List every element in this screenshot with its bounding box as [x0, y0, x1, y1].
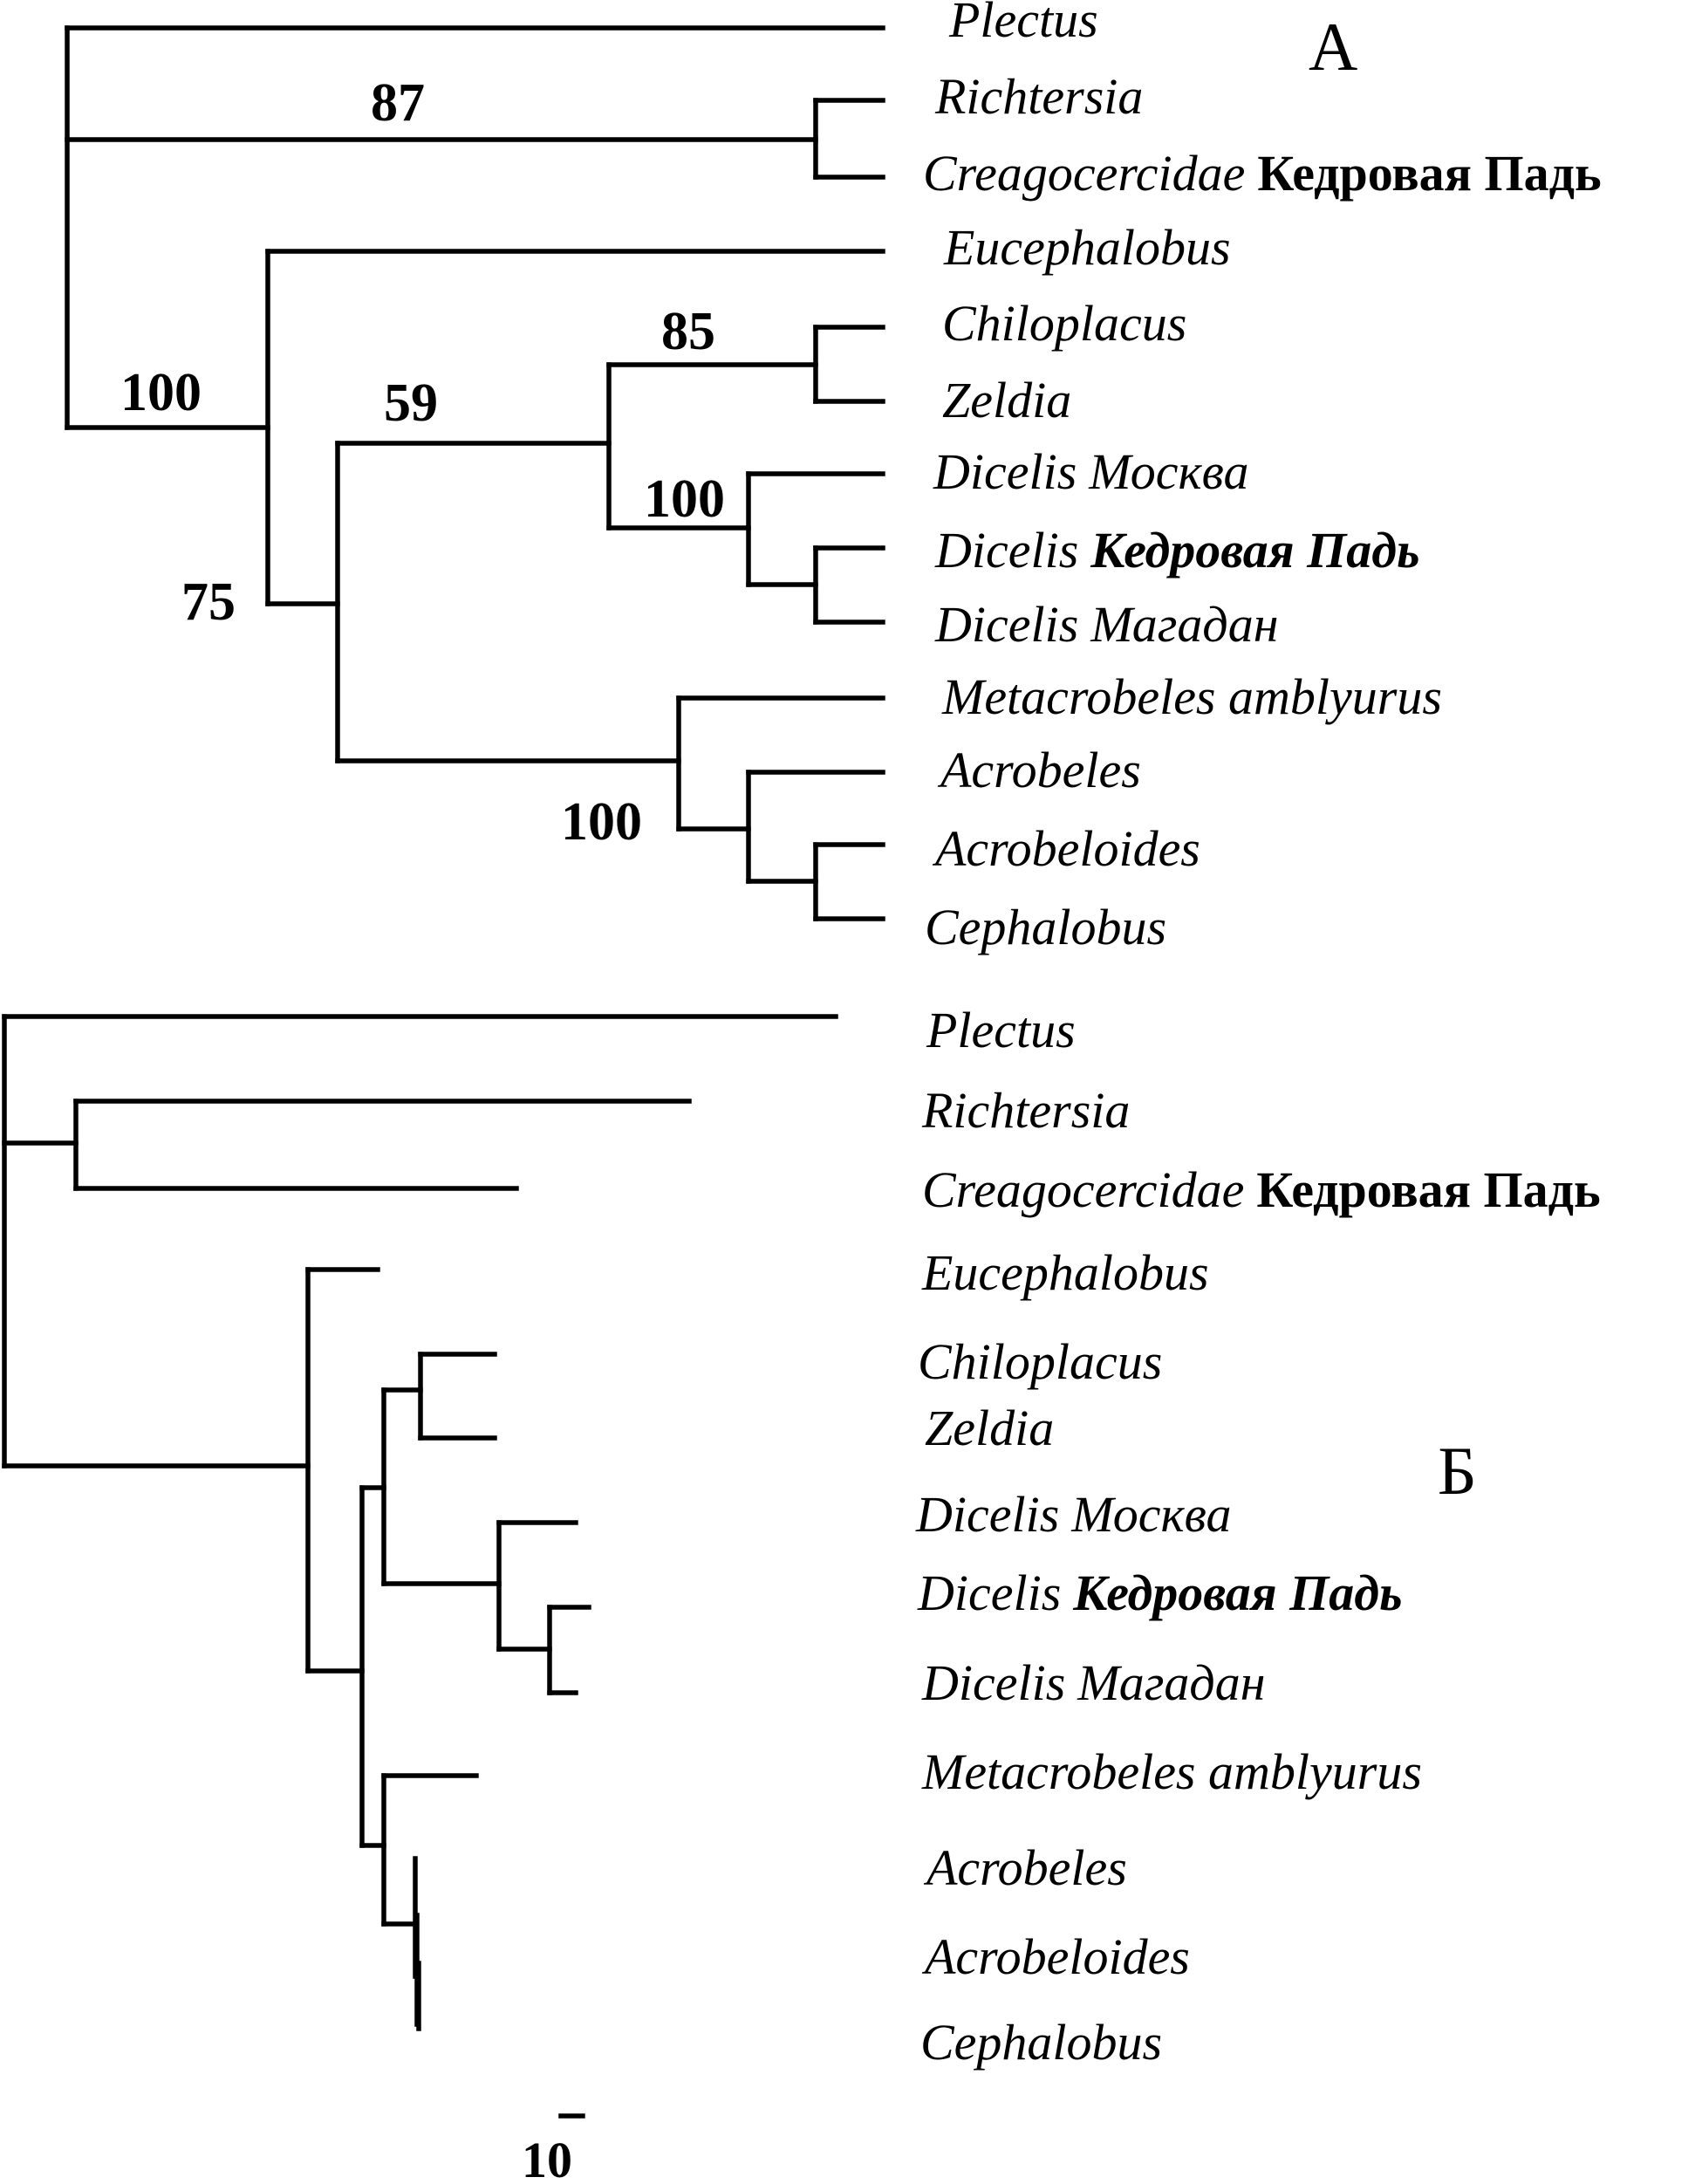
- taxon-label: Eucephalobus: [943, 219, 1231, 276]
- taxon-label: Metacrobeles amblyurus: [921, 1743, 1422, 1800]
- taxon-label: Richtersia: [934, 68, 1143, 125]
- taxon-label: Plectus: [948, 0, 1098, 48]
- taxon-label: Chiloplacus: [918, 1333, 1162, 1390]
- support-value: 100: [644, 469, 725, 529]
- taxon-label: Acrobeloides: [932, 820, 1200, 877]
- support-value: 85: [661, 302, 715, 361]
- panel-label-a: А: [1309, 9, 1357, 85]
- tree-branches-b: [2, 1014, 838, 2031]
- taxon-label: Acrobeloides: [921, 1928, 1190, 1985]
- taxon-label: Plectus: [926, 1002, 1076, 1058]
- panel-label-b: Б: [1438, 1433, 1477, 1509]
- taxon-label: Acrobeles: [937, 742, 1141, 798]
- support-value: 75: [181, 572, 236, 632]
- support-values-a: 87 100 85 59 100 75 100: [120, 73, 725, 852]
- support-value: 100: [120, 363, 202, 422]
- support-value: 100: [561, 792, 642, 852]
- taxon-label: Eucephalobus: [921, 1244, 1209, 1301]
- scale-bar: 10: [522, 2113, 585, 2184]
- taxon-label: Chiloplacus: [942, 295, 1186, 352]
- taxon-label: Cephalobus: [925, 899, 1166, 955]
- taxon-label: Metacrobeles amblyurus: [941, 668, 1442, 725]
- taxon-label: Acrobeles: [923, 1839, 1127, 1896]
- support-value: 87: [371, 73, 425, 133]
- taxon-label: Richtersia: [921, 1082, 1130, 1139]
- taxon-label: Zeldia: [942, 372, 1071, 428]
- taxon-label: Zeldia: [925, 1400, 1054, 1456]
- taxon-label: Cephalobus: [920, 2014, 1162, 2071]
- cladogram-a: 87 100 85 59 100 75 100 А Plectus Richte…: [65, 0, 1602, 955]
- support-value: 59: [384, 373, 438, 433]
- tree-branches-a: [65, 25, 885, 921]
- scale-bar-label: 10: [522, 2132, 572, 2184]
